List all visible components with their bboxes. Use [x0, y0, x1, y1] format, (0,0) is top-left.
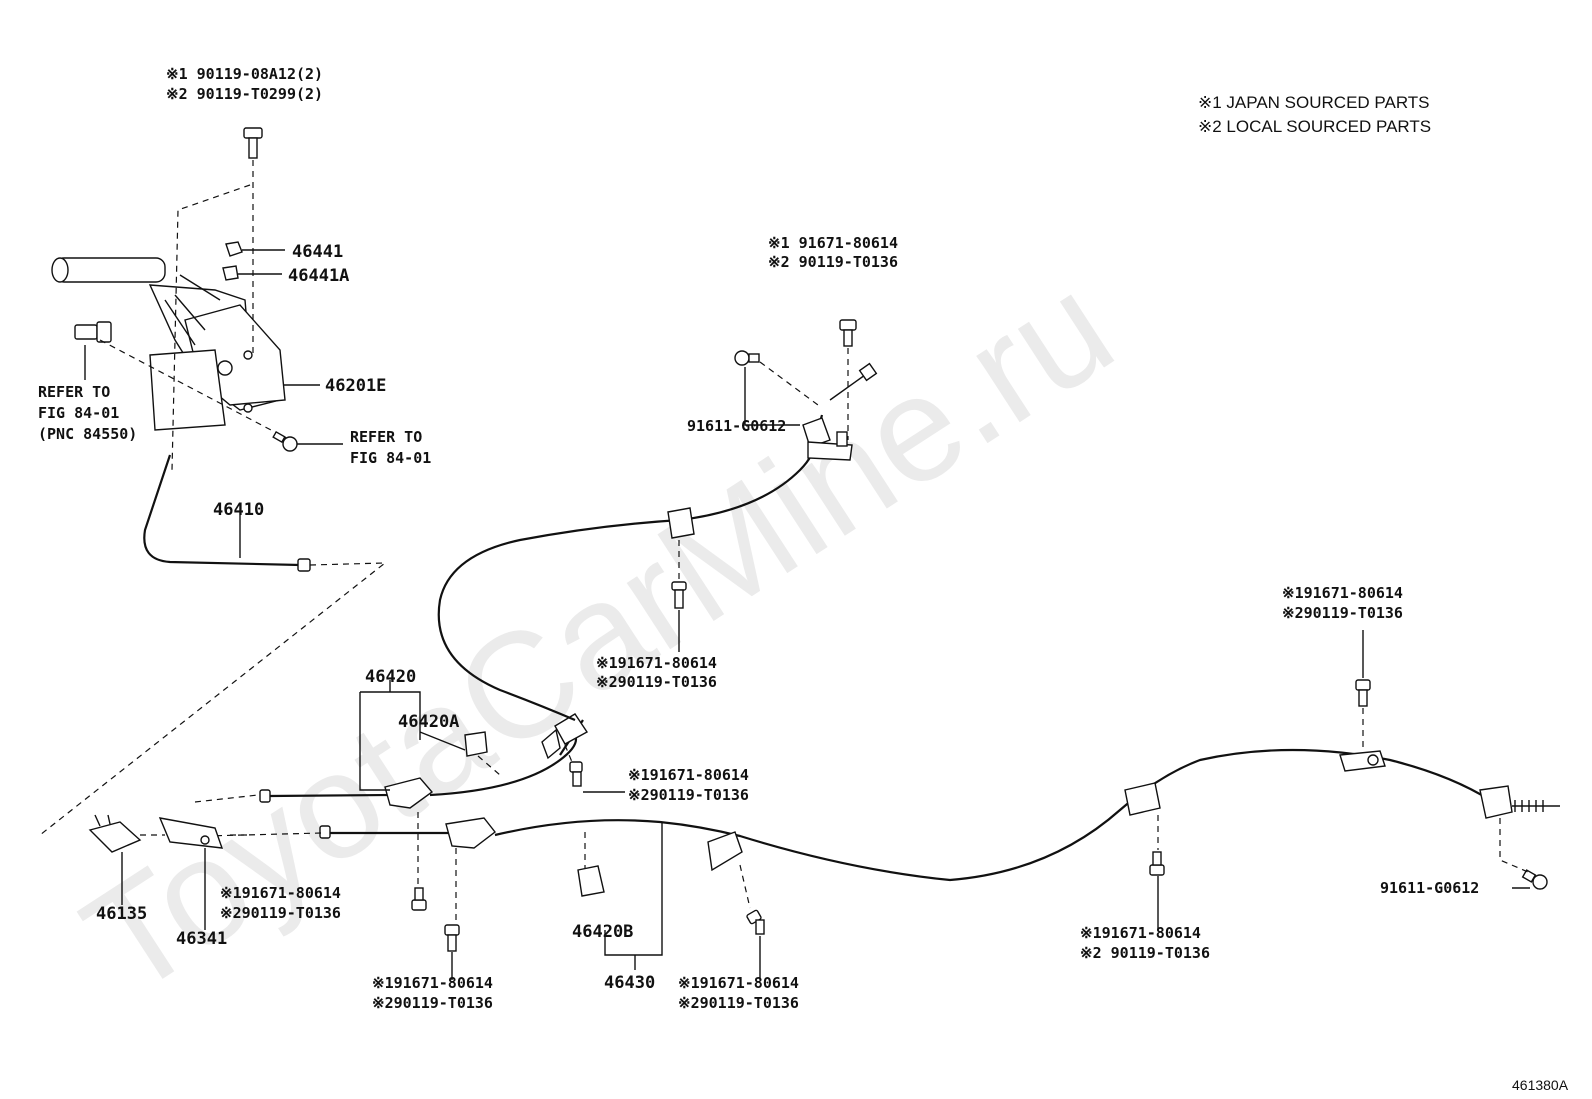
fastener-right-label-2: ※290119-T0136: [1282, 604, 1403, 622]
part-46430-label: 46430: [604, 973, 655, 993]
cable-46430[interactable]: [319, 748, 1560, 882]
bolt-bottom-a[interactable]: [444, 924, 460, 952]
fastener-bottom-r-label-1: ※191671-80614: [1080, 924, 1201, 942]
fastener-mid-label-2: ※290119-T0136: [596, 673, 717, 691]
refer-right-line1: REFER TO: [350, 428, 422, 446]
bolt-lowleft[interactable]: [411, 887, 427, 911]
fastener-bottom-a-label-1: ※191671-80614: [372, 974, 493, 992]
refer-left-line3: (PNC 84550): [38, 425, 137, 443]
part-46410-label: 46410: [213, 500, 264, 520]
part-46420A-label: 46420A: [398, 712, 459, 732]
bracket-46341[interactable]: [158, 817, 224, 849]
parking-brake-lever-46201E[interactable]: [51, 257, 286, 431]
fastener-mid-label-1: ※191671-80614: [596, 654, 717, 672]
bolt-upper-diag[interactable]: [829, 362, 878, 401]
fastener-bottom-r-label-2: ※2 90119-T0136: [1080, 944, 1210, 962]
refer-left-line2: FIG 84-01: [38, 404, 119, 422]
refer-to-clip[interactable]: [74, 321, 112, 343]
bolt-bottom-b[interactable]: [746, 909, 765, 935]
fastener-lowleft-label-2: ※290119-T0136: [220, 904, 341, 922]
fastener-bottom-b-label-1: ※191671-80614: [678, 974, 799, 992]
bolt-mid[interactable]: [671, 581, 687, 609]
fastener-upper-label-1: ※1 91671-80614: [768, 234, 898, 252]
bolt-91611-lower[interactable]: [1521, 869, 1548, 890]
cable-46420[interactable]: [259, 713, 589, 809]
legend-local-sourced: ※2 LOCAL SOURCED PARTS: [1198, 117, 1431, 136]
fastener-right-label-1: ※191671-80614: [1282, 584, 1403, 602]
part-91611-upper-label: 91611-G0612: [687, 417, 786, 435]
cable-46420-upper-run[interactable]: [437, 414, 853, 722]
bolt-center[interactable]: [569, 761, 583, 787]
fastener-upper-label-2: ※2 90119-T0136: [768, 253, 898, 271]
figure-id: 461380A: [1512, 1077, 1569, 1093]
fastener-lowleft-label-1: ※191671-80614: [220, 884, 341, 902]
part-46420B-label: 46420B: [572, 922, 633, 942]
part-91611-lower-label: 91611-G0612: [1380, 879, 1479, 897]
bolt-lever-right[interactable]: [272, 430, 298, 452]
bolt-top[interactable]: [243, 127, 263, 159]
cable-46410[interactable]: [143, 454, 311, 572]
clip-46420A[interactable]: [464, 731, 488, 757]
bracket-46135[interactable]: [88, 814, 142, 853]
bolt-upper-right[interactable]: [839, 319, 857, 347]
nut-46441[interactable]: [225, 241, 243, 257]
part-46420-label: 46420: [365, 667, 416, 687]
legend-japan-sourced: ※1 JAPAN SOURCED PARTS: [1198, 93, 1430, 112]
clip-46420B[interactable]: [577, 865, 605, 897]
fastener-center-label-1: ※191671-80614: [628, 766, 749, 784]
part-46441-label: 46441: [292, 242, 343, 262]
bolt-right-top[interactable]: [1355, 679, 1371, 707]
fastener-top-label-2: ※2 90119-T0299(2): [166, 85, 323, 103]
refer-right-line2: FIG 84-01: [350, 449, 431, 467]
part-46341-label: 46341: [176, 929, 227, 949]
part-46441A-label: 46441A: [288, 266, 349, 286]
bolt-91611-upper[interactable]: [734, 350, 760, 366]
fastener-center-label-2: ※290119-T0136: [628, 786, 749, 804]
part-46201E-label: 46201E: [325, 376, 386, 396]
refer-left-line1: REFER TO: [38, 383, 110, 401]
part-46135-label: 46135: [96, 904, 147, 924]
fastener-bottom-b-label-2: ※290119-T0136: [678, 994, 799, 1012]
fastener-top-label-1: ※1 90119-08A12(2): [166, 65, 323, 83]
fastener-bottom-a-label-2: ※290119-T0136: [372, 994, 493, 1012]
bolt-right[interactable]: [1149, 851, 1165, 876]
nut-46441A[interactable]: [222, 265, 239, 281]
